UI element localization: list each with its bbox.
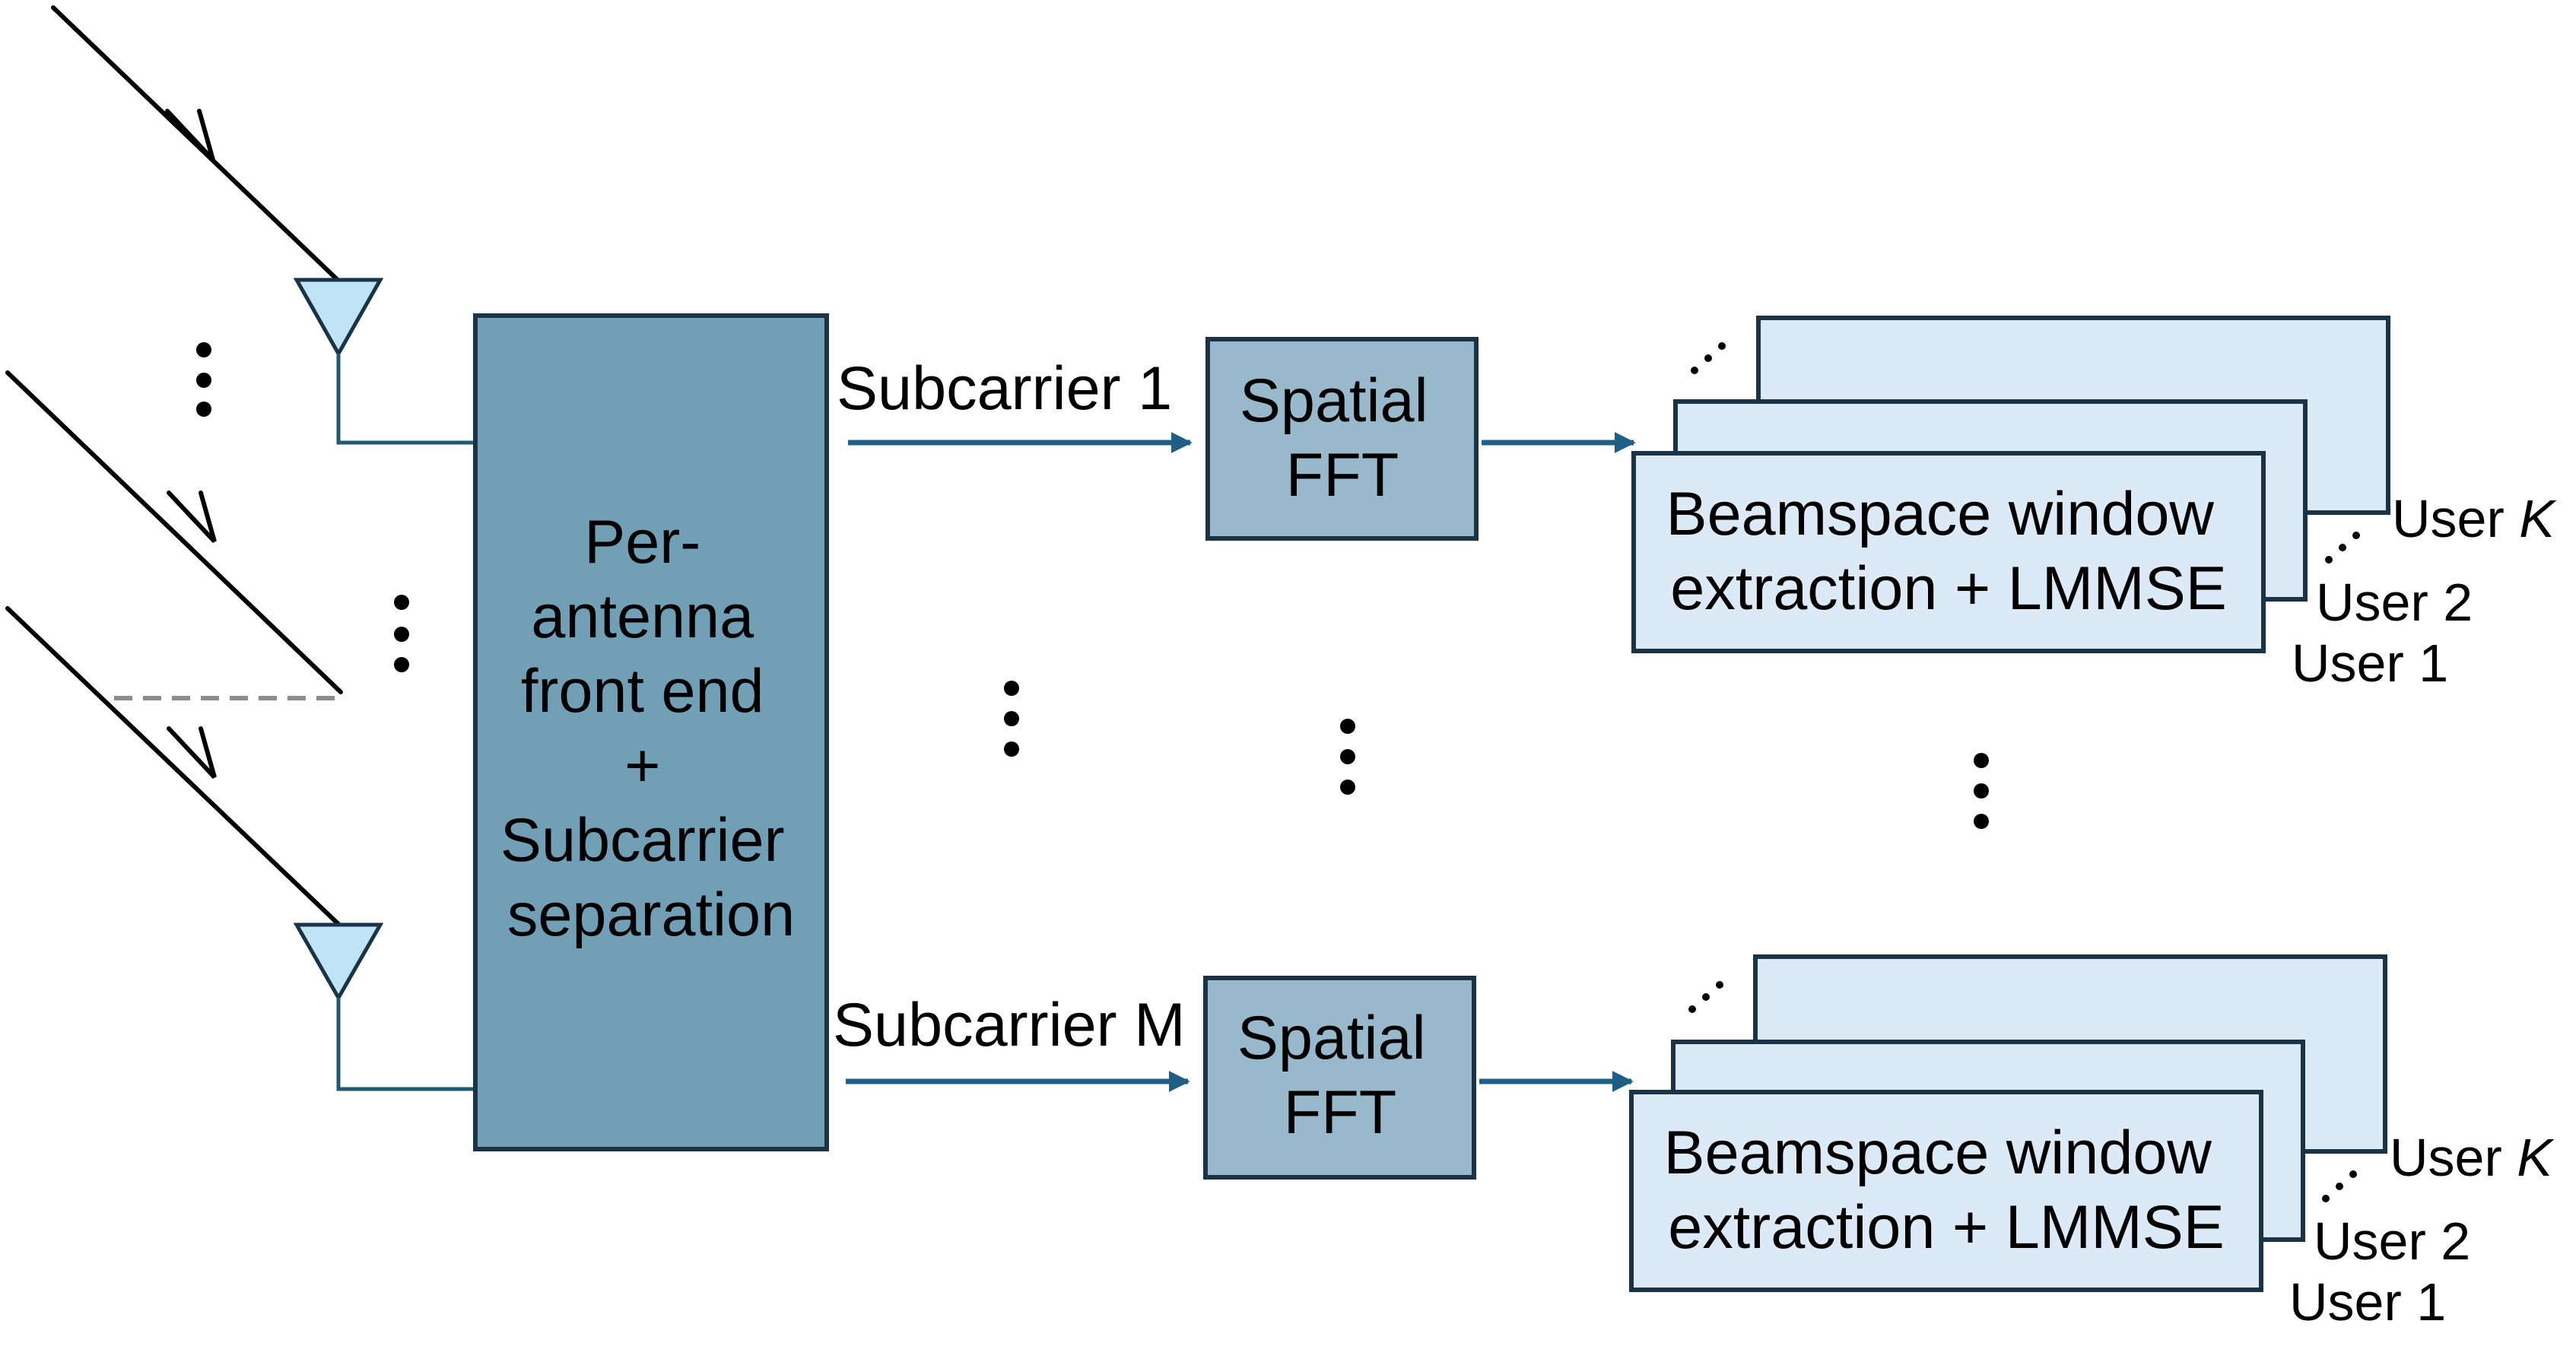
antenna-bottom-icon (293, 922, 384, 1002)
spatial-fft-label-m: Spatial FFT (1237, 1004, 1443, 1147)
subcarrier-label-m: Subcarrier M (833, 991, 1186, 1059)
signal-ray-2 (5, 370, 343, 694)
user-2-label-1: User 2 (2316, 573, 2473, 632)
window-label-m: Beamspace window extraction + LMMSE (1664, 1119, 2229, 1262)
stack-ellipsis-side-m (2322, 1170, 2357, 1202)
stack-ellipsis-top-1 (1691, 342, 1726, 374)
front-end-label: Per- antenna front end + Subcarrier sepa… (500, 508, 802, 949)
window-card-user-1-1: Beamspace window extraction + LMMSE (1631, 451, 2266, 653)
spatial-fft-block-1: Spatial FFT (1205, 337, 1479, 541)
user-k-label-m: User K (2390, 1128, 2555, 1187)
middle-ellipsis-window (1974, 753, 1989, 829)
middle-ellipsis-subcarrier (1004, 681, 1019, 757)
antenna-top-feed (336, 354, 475, 445)
ray-ellipsis (394, 595, 409, 672)
stack-ellipsis-side-1 (2325, 532, 2360, 564)
spatial-fft-label-1: Spatial FFT (1240, 367, 1445, 510)
spatial-fft-block-m: Spatial FFT (1203, 976, 1476, 1180)
antenna-bottom (293, 922, 475, 1091)
user-k-label-1: User K (2392, 489, 2557, 548)
antenna-bottom-feed (336, 998, 475, 1091)
subcarrier-chain-m: Subcarrier M Spatial FFT Beamspace windo… (833, 954, 2555, 1332)
user-1-label-m: User 1 (2289, 1272, 2446, 1332)
user-1-label-1: User 1 (2292, 633, 2448, 693)
signal-ray-3 (5, 606, 343, 929)
middle-ellipsis-fft (1340, 719, 1355, 795)
window-stack-1: Beamspace window extraction + LMMSE User… (1631, 316, 2557, 693)
window-card-user-1-m: Beamspace window extraction + LMMSE (1629, 1090, 2263, 1292)
subcarrier-label-1: Subcarrier 1 (837, 354, 1172, 423)
antenna-ellipsis (196, 342, 211, 417)
window-label-1: Beamspace window extraction + LMMSE (1666, 480, 2231, 623)
stack-ellipsis-top-m (1688, 981, 1723, 1013)
signal-ray-1 (51, 5, 343, 285)
antenna-top-icon (293, 278, 384, 358)
window-stack-m: Beamspace window extraction + LMMSE User… (1629, 954, 2555, 1332)
antenna-top (293, 278, 475, 445)
incoming-signal-rays (5, 5, 343, 929)
user-2-label-m: User 2 (2314, 1211, 2470, 1271)
front-end-block: Per- antenna front end + Subcarrier sepa… (473, 313, 829, 1151)
subcarrier-chain-1: Subcarrier 1 Spatial FFT Beamspace windo… (837, 316, 2557, 693)
